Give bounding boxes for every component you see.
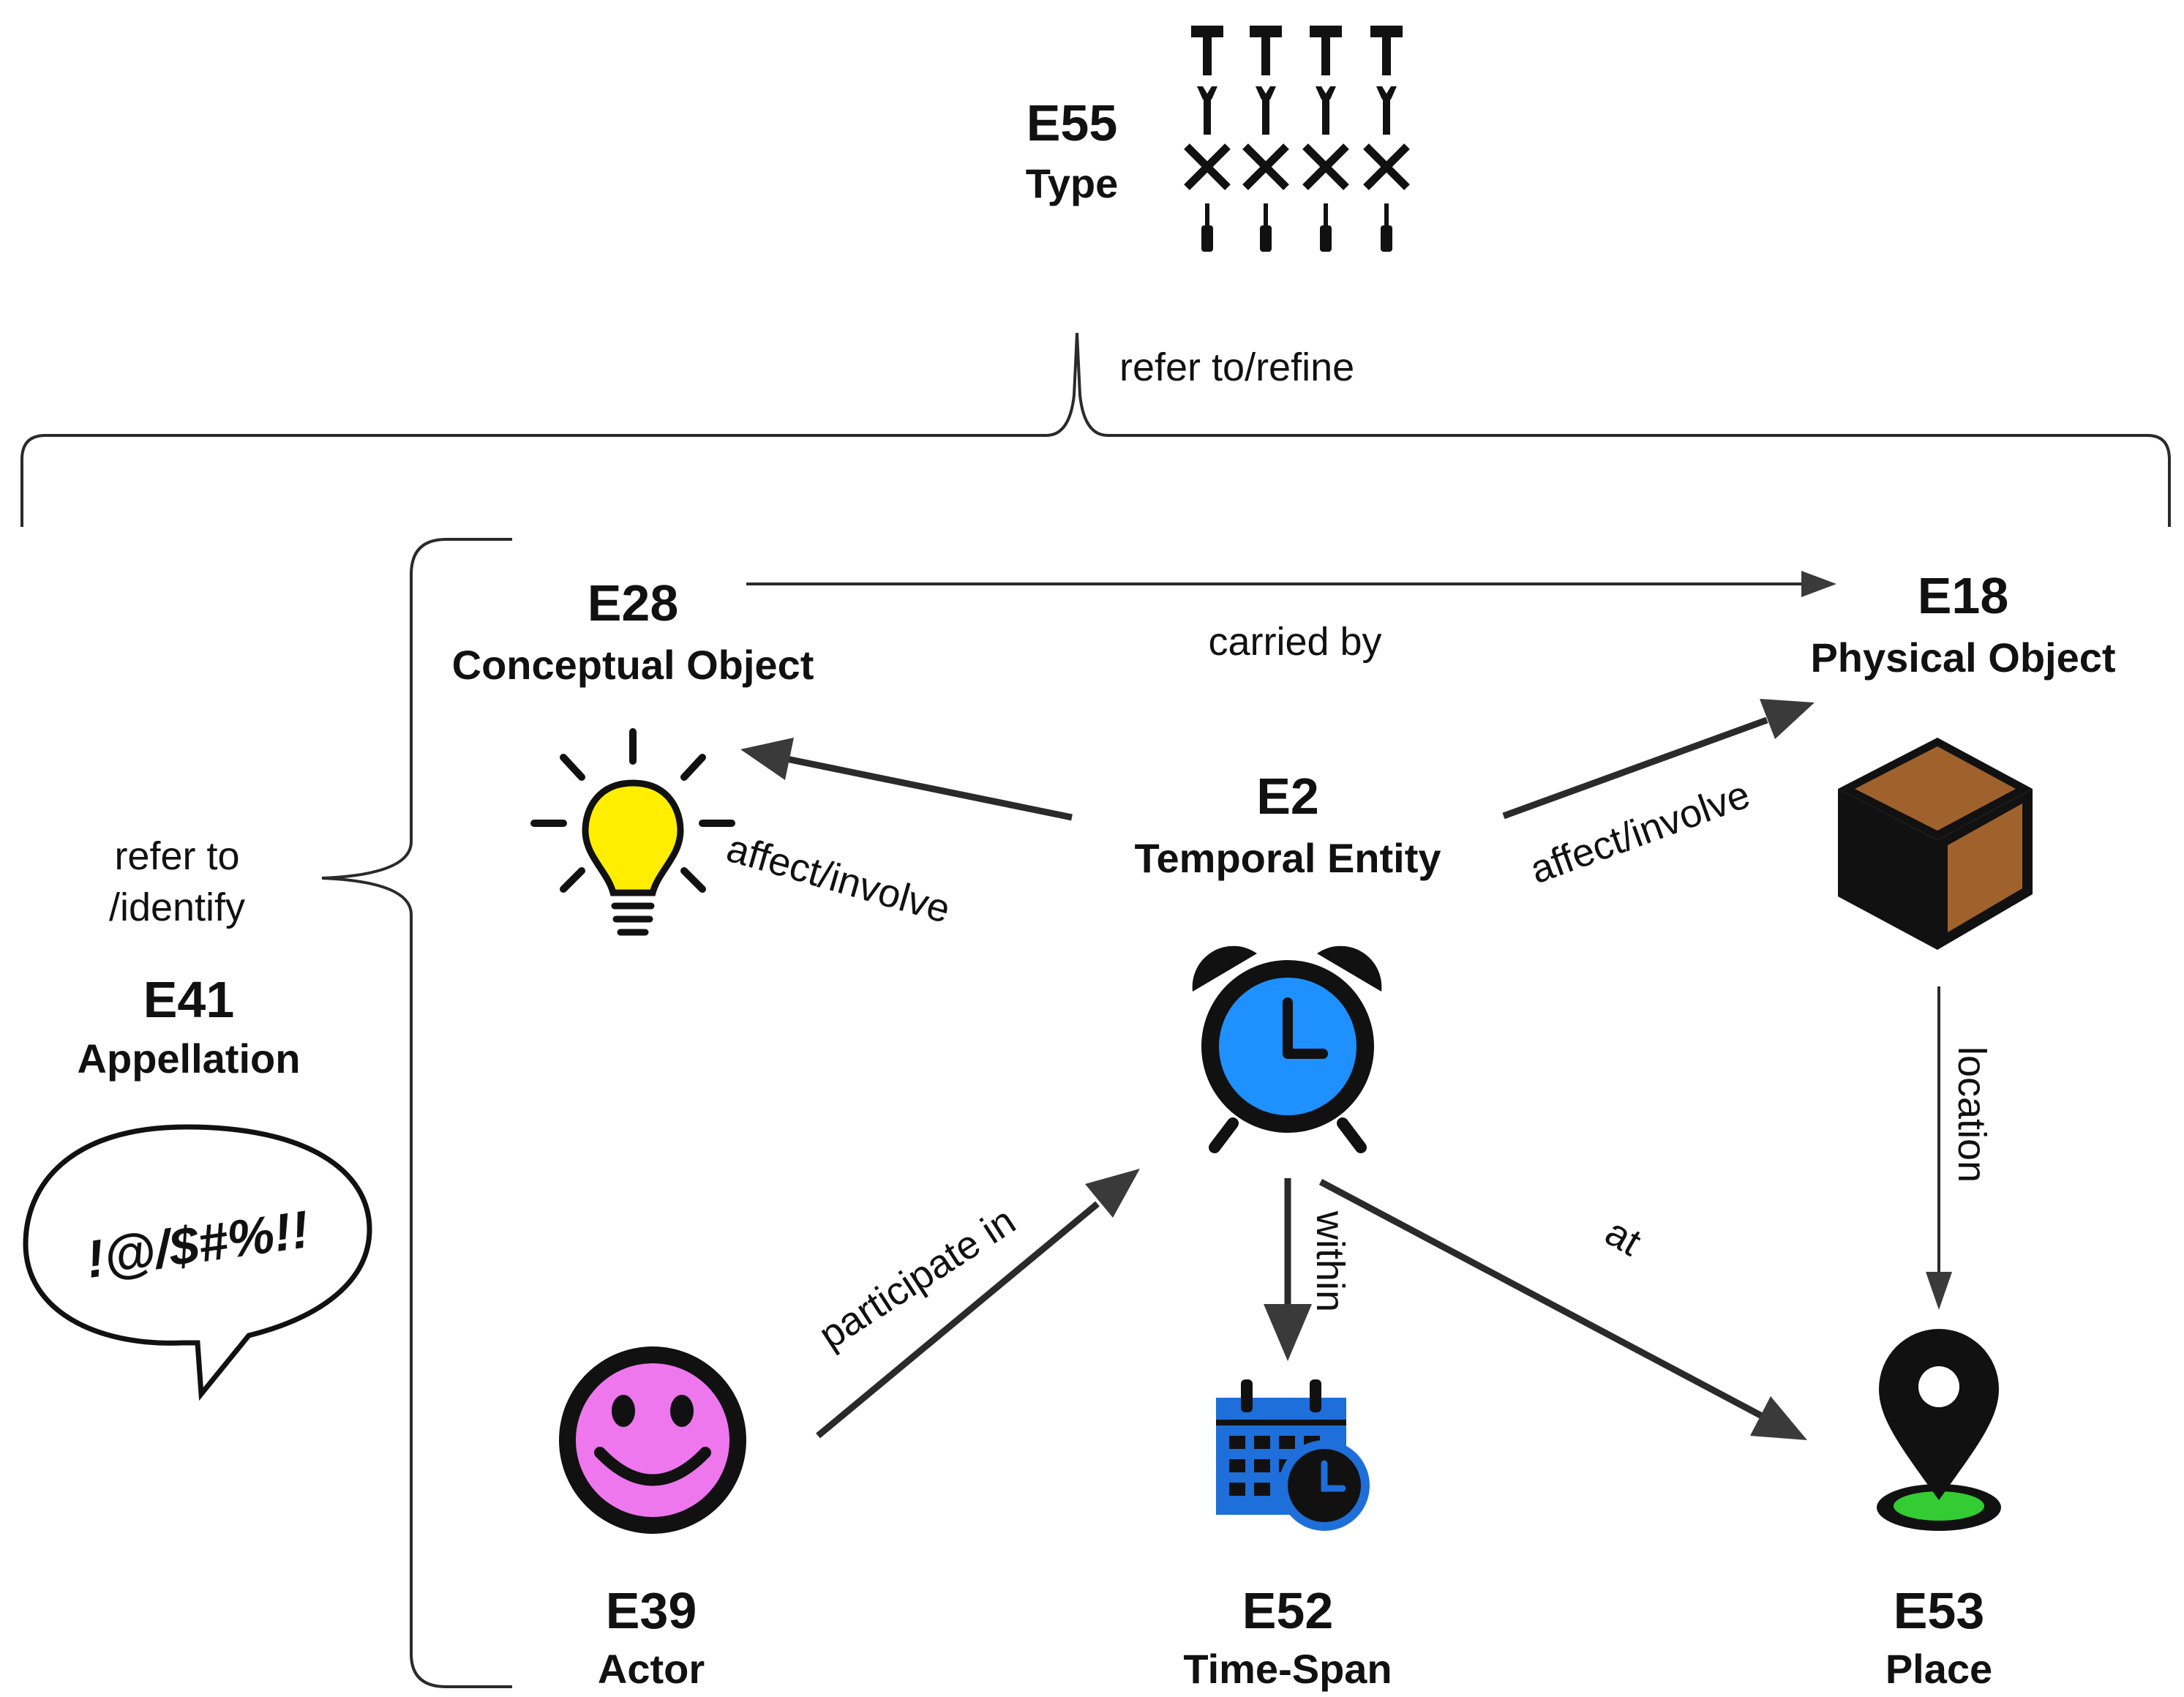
e52-code: E52 bbox=[1242, 1582, 1334, 1639]
speech-bubble-icon: !@/$#%!! bbox=[23, 1124, 372, 1401]
participate-in-label: participate in bbox=[811, 1199, 1023, 1357]
e41-code: E41 bbox=[143, 971, 235, 1028]
e2-name: Temporal Entity bbox=[1134, 835, 1441, 881]
e41-name: Appellation bbox=[78, 1035, 301, 1082]
e18-code: E18 bbox=[1918, 567, 2009, 624]
location-arrow bbox=[1926, 986, 1952, 1310]
at-label: at bbox=[1598, 1210, 1648, 1264]
e55-name: Type bbox=[1026, 160, 1119, 206]
e28-code: E28 bbox=[588, 574, 679, 632]
e52-name: Time-Span bbox=[1183, 1646, 1392, 1692]
lightbulb-icon bbox=[530, 728, 735, 936]
e53-name: Place bbox=[1885, 1646, 1992, 1692]
e2-code: E2 bbox=[1256, 768, 1319, 825]
e18-name: Physical Object bbox=[1810, 634, 2115, 681]
affect-involve-right-label: affect/involve bbox=[1525, 772, 1756, 892]
e55-code: E55 bbox=[1027, 94, 1118, 151]
participate-in-arrow bbox=[816, 1169, 1140, 1439]
refer-to-label: refer to bbox=[114, 834, 239, 878]
location-pin-icon bbox=[1877, 1329, 2001, 1531]
e39-name: Actor bbox=[598, 1646, 705, 1692]
affect-involve-left-arrow bbox=[740, 738, 1073, 821]
left-brace bbox=[321, 538, 512, 1688]
alarm-clock-icon bbox=[1192, 945, 1382, 1153]
calendar-clock-icon bbox=[1216, 1379, 1370, 1531]
within-arrow bbox=[1264, 1178, 1312, 1361]
at-arrow bbox=[1318, 1179, 1807, 1440]
affect-involve-right-arrow bbox=[1502, 699, 1815, 820]
carried-by-label: carried by bbox=[1208, 620, 1381, 664]
smiley-icon bbox=[559, 1346, 746, 1534]
tools-grid-icon bbox=[1184, 26, 1410, 252]
e53-code: E53 bbox=[1894, 1582, 1985, 1639]
top-brace bbox=[20, 332, 2171, 527]
within-label: within bbox=[1308, 1210, 1352, 1312]
refer-refine-label: refer to/refine bbox=[1119, 345, 1354, 389]
e28-name: Conceptual Object bbox=[452, 642, 814, 688]
cube-icon bbox=[1838, 738, 2033, 950]
affect-involve-left-label: affect/involve bbox=[722, 826, 956, 932]
identify-label: /identify bbox=[109, 885, 245, 929]
e39-code: E39 bbox=[606, 1582, 697, 1639]
location-label: location bbox=[1950, 1046, 1994, 1183]
carried-by-arrow bbox=[746, 571, 1836, 597]
